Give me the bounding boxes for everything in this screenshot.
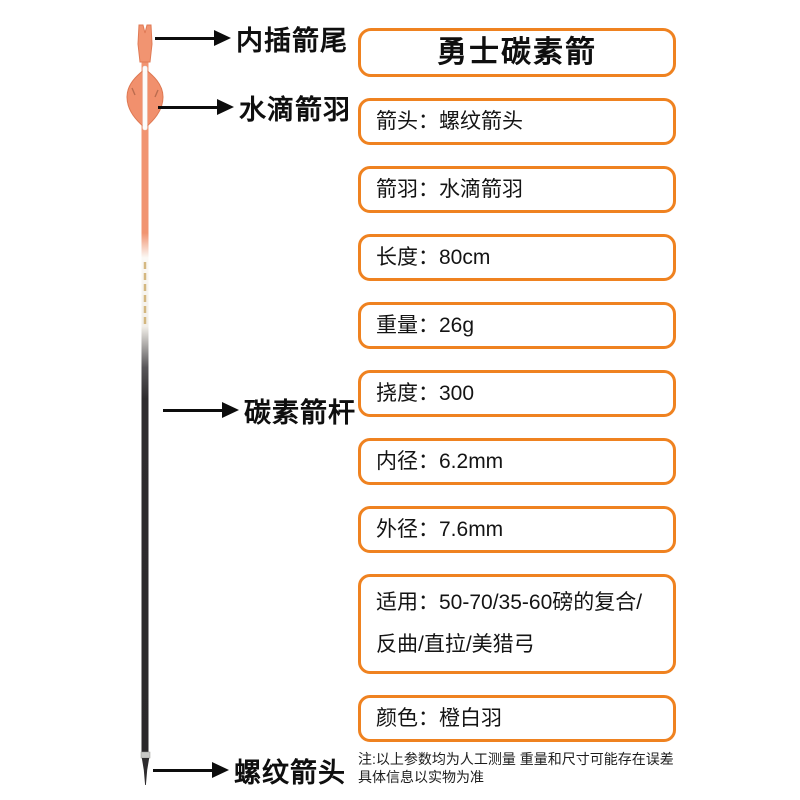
fletching-shaft-stripe: [142, 65, 148, 131]
arrow-tip: [141, 758, 150, 785]
callout-arrowhead-icon: [212, 762, 229, 778]
spec-box-suitable: 适用：50-70/35-60磅的复合/反曲/直拉/美猎弓: [358, 574, 676, 674]
spec-value: 螺纹箭头: [439, 110, 523, 133]
spec-label: 适用：: [376, 591, 439, 614]
spec-value: 80cm: [439, 246, 491, 269]
product-title: 勇士碳素箭: [358, 28, 676, 77]
callout-tip: 螺纹箭头: [153, 755, 346, 788]
callout-label: 水滴箭羽: [239, 94, 351, 125]
spec-value: 50-70/35-60磅的复合/反曲/直拉/美猎弓: [376, 591, 643, 656]
spec-value: 橙白羽: [439, 707, 502, 730]
spec-box-color: 颜色：橙白羽: [358, 695, 676, 742]
spec-value: 6.2mm: [439, 450, 504, 473]
callout-label: 碳素箭杆: [244, 397, 356, 428]
disclaimer-line-2: 具体信息以实物为准: [358, 769, 484, 786]
spec-box-fletching: 箭羽：水滴箭羽: [358, 166, 676, 213]
tip-collar: [140, 751, 151, 759]
arrow-nock: [137, 24, 153, 63]
fletching-print: [131, 87, 159, 98]
disclaimer-note: 注:以上参数均为人工测量 重量和尺寸可能存在误差 具体信息以实物为准: [358, 750, 676, 786]
spec-value: 7.6mm: [439, 518, 504, 541]
spec-value: 水滴箭羽: [439, 178, 523, 201]
callout-arrow-line: [163, 408, 223, 412]
callout-arrowhead-icon: [222, 402, 239, 418]
spec-label: 长度：: [376, 246, 439, 269]
spec-label: 箭羽：: [376, 178, 439, 201]
disclaimer-line-1: 注:以上参数均为人工测量 重量和尺寸可能存在误差: [358, 751, 674, 767]
spec-label: 颜色：: [376, 707, 439, 730]
spec-column: 勇士碳素箭 箭头：螺纹箭头 箭羽：水滴箭羽 长度：80cm 重量：26g 挠度：…: [358, 28, 676, 786]
callout-arrow-line: [155, 36, 215, 40]
spec-box-head: 箭头：螺纹箭头: [358, 98, 676, 145]
callout-arrowhead-icon: [214, 30, 231, 46]
spec-value: 300: [439, 382, 475, 405]
spec-label: 箭头：: [376, 110, 439, 133]
spec-box-length: 长度：80cm: [358, 234, 676, 281]
callout-shaft: 碳素箭杆: [163, 395, 356, 428]
spec-box-weight: 重量：26g: [358, 302, 676, 349]
arrow-shaft: [141, 46, 149, 752]
callout-arrow-line: [158, 105, 218, 109]
spec-box-spine: 挠度：300: [358, 370, 676, 417]
spec-box-inner-diameter: 内径：6.2mm: [358, 438, 676, 485]
spec-label: 内径：: [376, 450, 439, 473]
callout-label: 内插箭尾: [236, 25, 348, 56]
callout-nock: 内插箭尾: [155, 23, 348, 56]
callout-fletching: 水滴箭羽: [158, 92, 351, 125]
spec-box-outer-diameter: 外径：7.6mm: [358, 506, 676, 553]
spec-label: 外径：: [376, 518, 439, 541]
spec-value: 26g: [439, 314, 475, 337]
callout-label: 螺纹箭头: [234, 757, 346, 788]
spec-label: 重量：: [376, 314, 439, 337]
arrow-illustration: [126, 24, 164, 785]
callout-arrowhead-icon: [217, 99, 234, 115]
callout-arrow-line: [153, 768, 213, 772]
spec-label: 挠度：: [376, 382, 439, 405]
